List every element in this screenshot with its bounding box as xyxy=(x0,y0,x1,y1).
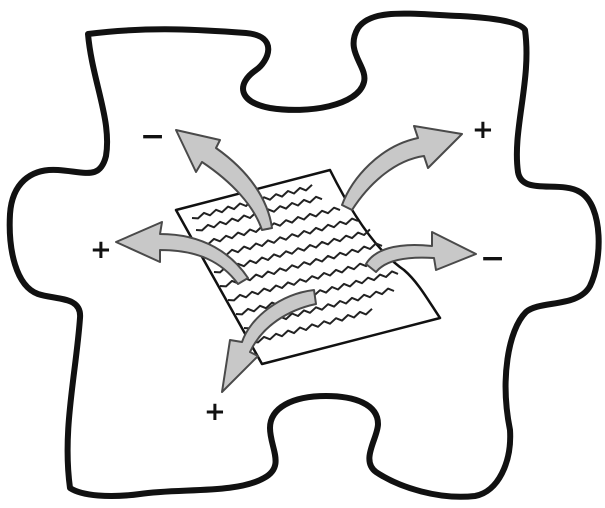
sign-top-right: + xyxy=(472,115,494,145)
sign-right: − xyxy=(480,241,505,276)
sign-bottom: + xyxy=(204,397,226,427)
sign-left: + xyxy=(90,235,112,265)
sign-top-left: − xyxy=(140,119,165,154)
